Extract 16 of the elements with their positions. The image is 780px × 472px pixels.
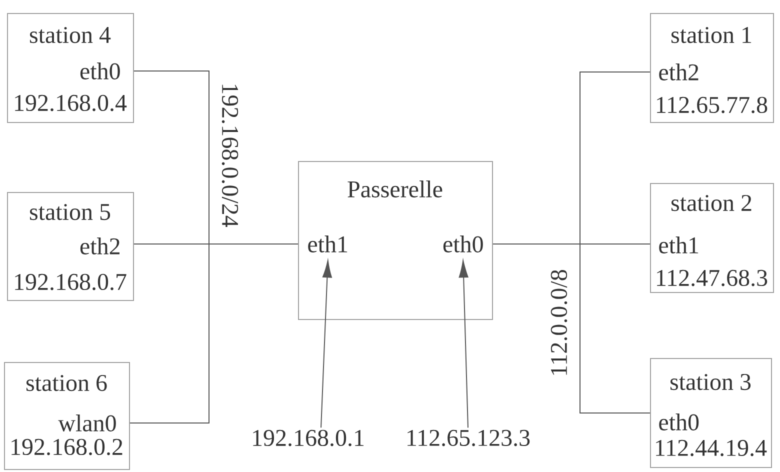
station-box: station 1 eth2 112.65.77.8 (650, 13, 774, 123)
station-box: station 6 wlan0 192.168.0.2 (4, 362, 130, 470)
arrow (458, 260, 468, 428)
station-box: station 3 eth0 112.44.19.4 (650, 358, 772, 468)
connector-line (492, 244, 650, 414)
station-box: station 2 eth1 112.47.68.3 (650, 183, 774, 293)
interface-label: eth1 (308, 236, 348, 252)
connector-line (130, 244, 298, 424)
interface-label: eth0 (443, 236, 483, 252)
station-box: station 5 eth2 192.168.0.7 (7, 192, 134, 301)
network-label: 112.0.0.0/8 (550, 270, 568, 375)
address-label: 192.168.0.1 (253, 430, 364, 446)
address-label: 112.65.123.3 (408, 430, 530, 446)
station-box: station 4 eth0 192.168.0.4 (7, 13, 134, 123)
arrow (320, 260, 332, 428)
network-label: 192.168.0.0/24 (222, 84, 238, 227)
